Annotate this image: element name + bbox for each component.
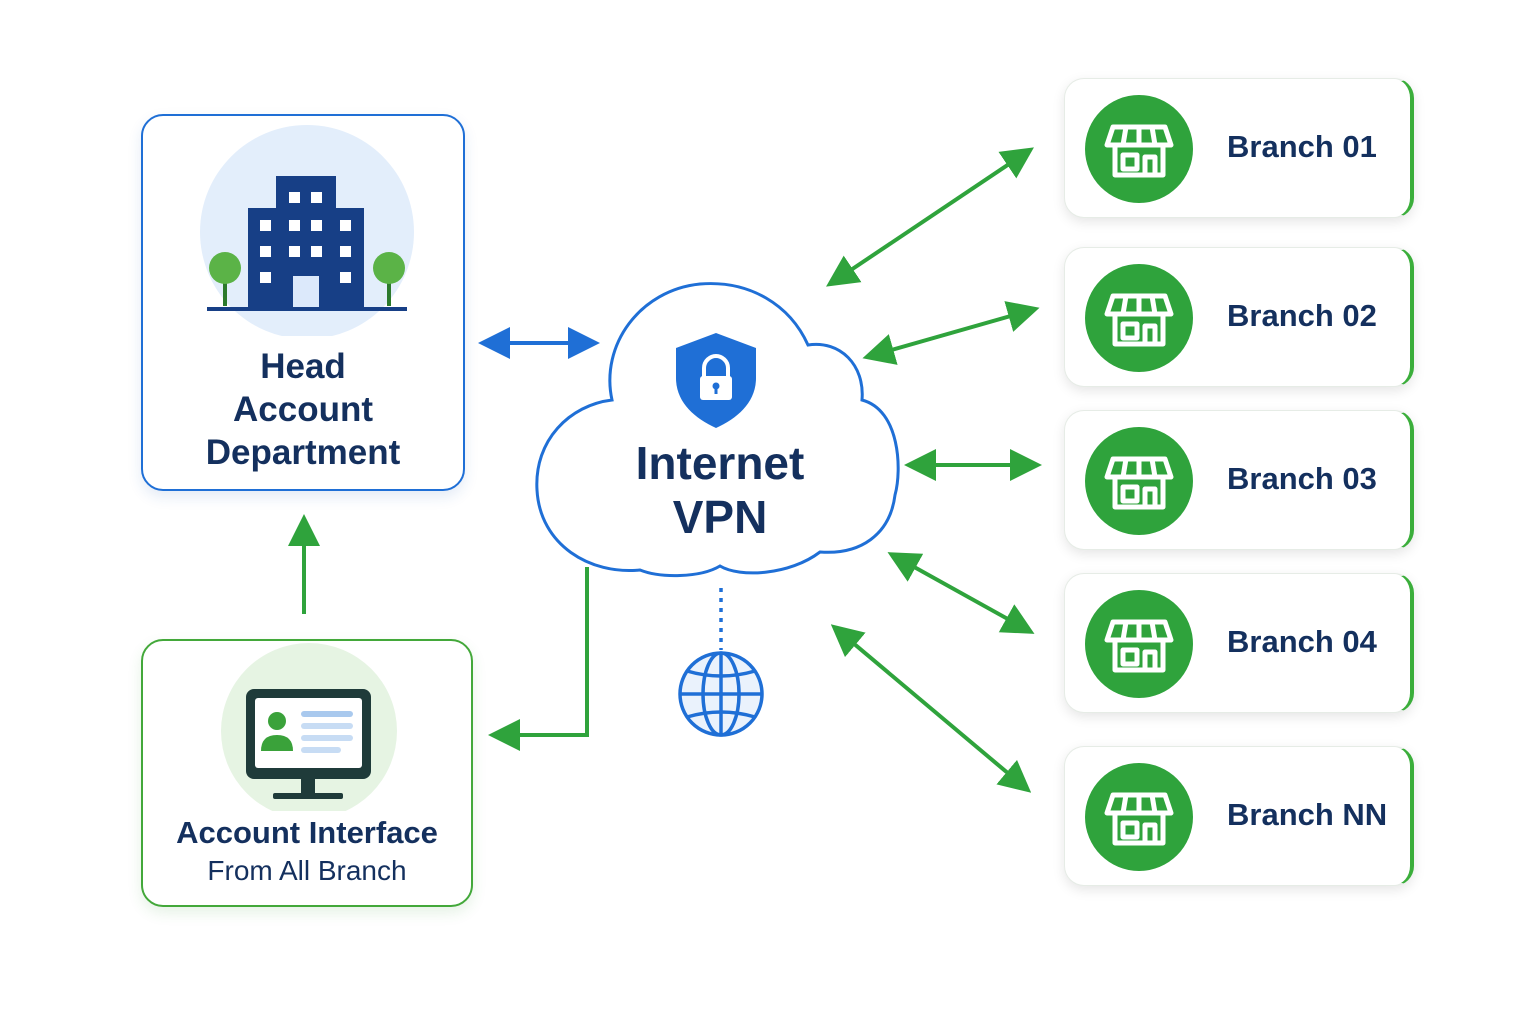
head-title-line3: Department bbox=[205, 433, 401, 472]
store-icon bbox=[1085, 590, 1193, 698]
head-title-line1: Head bbox=[260, 347, 346, 386]
branch-card-04[interactable]: Branch 04 bbox=[1064, 573, 1414, 713]
branch-label: Branch NN bbox=[1227, 797, 1388, 832]
store-icon bbox=[1085, 763, 1193, 871]
branch-card-01[interactable]: Branch 01 bbox=[1064, 78, 1414, 218]
branch-label: Branch 02 bbox=[1227, 298, 1377, 333]
branch-card-nn[interactable]: Branch NN bbox=[1064, 746, 1414, 886]
account-interface-card[interactable]: Account Interface From All Branch bbox=[141, 639, 473, 907]
branch-card-02[interactable]: Branch 02 bbox=[1064, 247, 1414, 387]
office-building-icon bbox=[200, 125, 414, 336]
store-icon bbox=[1085, 427, 1193, 535]
branch-04-arrow bbox=[887, 552, 1035, 634]
monitor-user-icon bbox=[221, 643, 397, 811]
head-account-card[interactable]: Head Account Department bbox=[141, 114, 465, 491]
store-icon bbox=[1085, 264, 1193, 372]
head-title-line2: Account bbox=[233, 390, 373, 429]
cloud-label: Internet VPN bbox=[600, 436, 840, 544]
cloud-line2: VPN bbox=[672, 491, 768, 543]
account-interface-subtitle: From All Branch bbox=[207, 855, 407, 886]
branch-label: Branch 04 bbox=[1227, 624, 1377, 659]
shield-lock-icon bbox=[676, 333, 756, 428]
vpn-to-account-arrow bbox=[488, 567, 589, 751]
branch-card-03[interactable]: Branch 03 bbox=[1064, 410, 1414, 550]
branch-02-arrow bbox=[862, 301, 1040, 365]
cloud-line1: Internet bbox=[635, 437, 805, 489]
branch-label: Branch 03 bbox=[1227, 461, 1377, 496]
store-icon bbox=[1085, 95, 1193, 203]
account-interface-title: Account Interface bbox=[176, 815, 438, 850]
globe-icon bbox=[678, 651, 764, 737]
branch-nn-arrow bbox=[830, 624, 1032, 793]
branch-01-arrow bbox=[826, 147, 1034, 287]
branch-label: Branch 01 bbox=[1227, 129, 1377, 164]
